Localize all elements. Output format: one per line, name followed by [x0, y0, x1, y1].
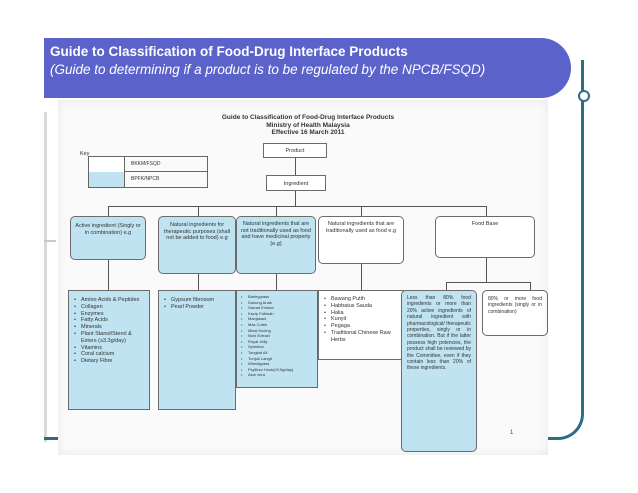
slide-left-rule	[44, 112, 47, 442]
category-food-base: Food Base	[435, 216, 535, 258]
key-label: Key	[80, 151, 90, 157]
list-active-ingredients: Amino Acids & Peptides Collagen Enzymes …	[68, 290, 150, 410]
list-item: Amino Acids & Peptides	[73, 297, 145, 304]
list-item: Collagen	[73, 304, 145, 311]
list-item: Enzymes	[73, 311, 145, 318]
category-medicinal: Natural ingredients that are not traditi…	[236, 216, 316, 274]
document-page-number: 1	[510, 430, 514, 436]
document-ministry: Ministry of Health Malaysia	[266, 121, 350, 129]
connector-food-base-right	[530, 282, 531, 290]
list-item: Habbatus Sauda	[323, 303, 399, 310]
category-active-ingredient: Active ingredient (Singly or in combinat…	[70, 216, 146, 260]
connector-horizontal	[108, 206, 486, 207]
list-item: Plant Stanol/Sterol & Esters (≥3.3g/day)	[73, 331, 145, 345]
list-item: Royal Jelly	[240, 339, 314, 345]
list-item: Mas Cotek	[240, 322, 314, 328]
list-item: Pearl Powder	[163, 304, 231, 311]
list-item: Bawang Putih	[323, 296, 399, 303]
list-item: Manjakani	[240, 316, 314, 322]
list-medicinal: Barleygrass Dukung Anak Gamat Extract Ka…	[236, 290, 318, 388]
connector-food-base	[486, 258, 487, 282]
list-item: Gypsum fibrosum	[163, 297, 231, 304]
connector-list-4	[361, 264, 362, 290]
list-item: Dietary Fibre	[73, 358, 145, 365]
slide-title: Guide to Classification of Food-Drug Int…	[50, 44, 408, 59]
slide-frame-cap	[578, 90, 590, 102]
food-base-80-or-more: 80% or more food ingredients (singly or …	[482, 290, 548, 336]
list-item: Tunjuk Langit	[240, 356, 314, 362]
document-heading: Guide to Classification of Food-Drug Int…	[198, 114, 418, 137]
key-swatch-blue	[89, 172, 125, 187]
list-item: Aloe vera	[240, 372, 314, 378]
list-item: Kunyit	[323, 316, 399, 323]
key-row-fsqd: BKKM/FSQD	[89, 157, 207, 172]
list-item: Kacip Fatimah	[240, 311, 314, 317]
key-swatch-white	[89, 157, 125, 172]
list-traditional-food: Bawang Putih Habbatus Sauda Halia Kunyit…	[318, 290, 404, 360]
scanned-flowchart: Guide to Classification of Food-Drug Int…	[58, 100, 548, 455]
connector-food-base-left	[446, 282, 447, 290]
list-item: Halia	[323, 310, 399, 317]
product-box: Product	[263, 143, 327, 158]
list-item: Barleygrass	[240, 294, 314, 300]
list-item: Psyllium Husk(≥3.5g/day)	[240, 367, 314, 373]
list-item: Gamat Extract	[240, 305, 314, 311]
title-banner: Guide to Classification of Food-Drug Int…	[44, 38, 571, 98]
key-table: BKKM/FSQD BPFK/NPCB	[88, 156, 208, 188]
category-therapeutic: Natural ingredients for therapeutic purp…	[158, 216, 236, 274]
document-effective-date: Effective 16 March 2011	[271, 129, 345, 136]
connector-food-base-split	[446, 282, 530, 283]
list-item: Tongkat Ali	[240, 350, 314, 356]
connector-cat-3	[276, 206, 277, 216]
list-item: Pegaga	[323, 323, 399, 330]
connector-product-ingredient	[295, 158, 296, 175]
list-item: Misai Kucing	[240, 328, 314, 334]
list-item: Minerals	[73, 324, 145, 331]
list-item: Fatty Acids	[73, 317, 145, 324]
connector-cat-2	[198, 206, 199, 216]
key-text-fsqd: BKKM/FSQD	[131, 161, 161, 167]
connector-cat-4	[361, 206, 362, 216]
list-therapeutic: Gypsum fibrosum Pearl Powder	[158, 290, 236, 410]
list-item: Spirulina	[240, 344, 314, 350]
connector-cat-5	[486, 206, 487, 216]
list-item: Noni Extract	[240, 333, 314, 339]
list-item: Traditional Chinese Raw Herbs	[323, 330, 399, 344]
connector-list-3	[276, 274, 277, 290]
slide-left-tick	[44, 240, 56, 242]
key-row-npcb: BPFK/NPCB	[89, 172, 207, 187]
connector-ingredient-down	[295, 191, 296, 206]
list-item: Wheatgrass	[240, 361, 314, 367]
connector-list-2	[198, 274, 199, 290]
ingredient-box: Ingredient	[266, 175, 326, 191]
food-base-less-than-80: Less than 80% food ingredients or more t…	[401, 290, 477, 452]
list-item: Vitamins	[73, 345, 145, 352]
list-item: Dukung Anak	[240, 300, 314, 306]
list-item: Coral calcium	[73, 351, 145, 358]
key-text-npcb: BPFK/NPCB	[131, 176, 160, 182]
connector-cat-1	[108, 206, 109, 216]
connector-list-1	[108, 260, 109, 290]
slide-subtitle: (Guide to determining if a product is to…	[50, 62, 486, 77]
category-traditional-food: Natural ingredients that are traditional…	[318, 216, 404, 264]
document-title: Guide to Classification of Food-Drug Int…	[221, 114, 395, 121]
